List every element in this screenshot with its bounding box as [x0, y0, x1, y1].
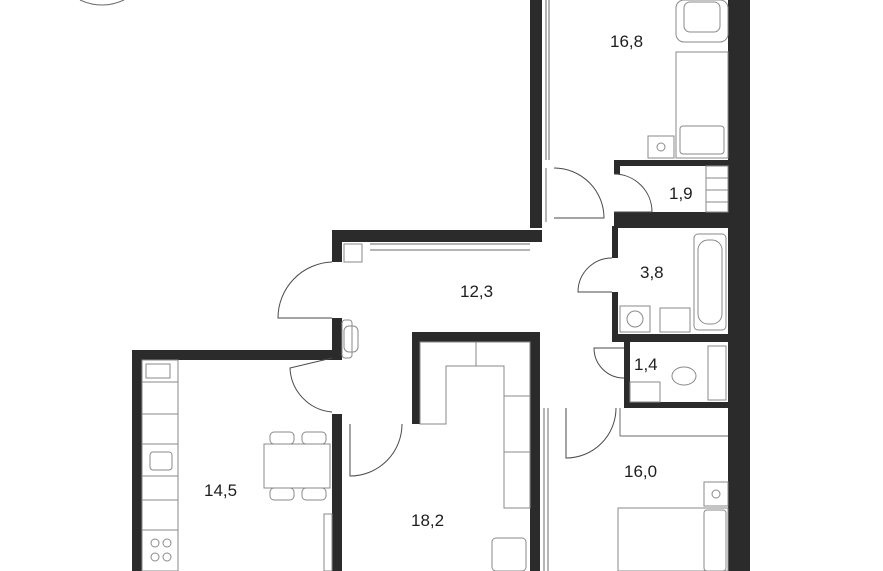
room-area-hallway: 12,3 — [460, 282, 493, 301]
room-area-toilet: 1,4 — [634, 355, 658, 374]
doors — [277, 167, 653, 477]
compass-arc — [79, 0, 125, 6]
furniture — [141, 0, 729, 571]
room-area-living-room: 18,2 — [411, 511, 444, 530]
room-area-bedroom-south: 16,0 — [624, 462, 657, 481]
room-area-storage: 1,9 — [669, 184, 693, 203]
room-area-bathroom: 3,8 — [640, 263, 664, 282]
thin-lines — [370, 0, 728, 571]
walls — [132, 0, 750, 571]
room-area-kitchen: 14,5 — [204, 481, 237, 500]
room-area-bedroom-north: 16,8 — [610, 32, 643, 51]
